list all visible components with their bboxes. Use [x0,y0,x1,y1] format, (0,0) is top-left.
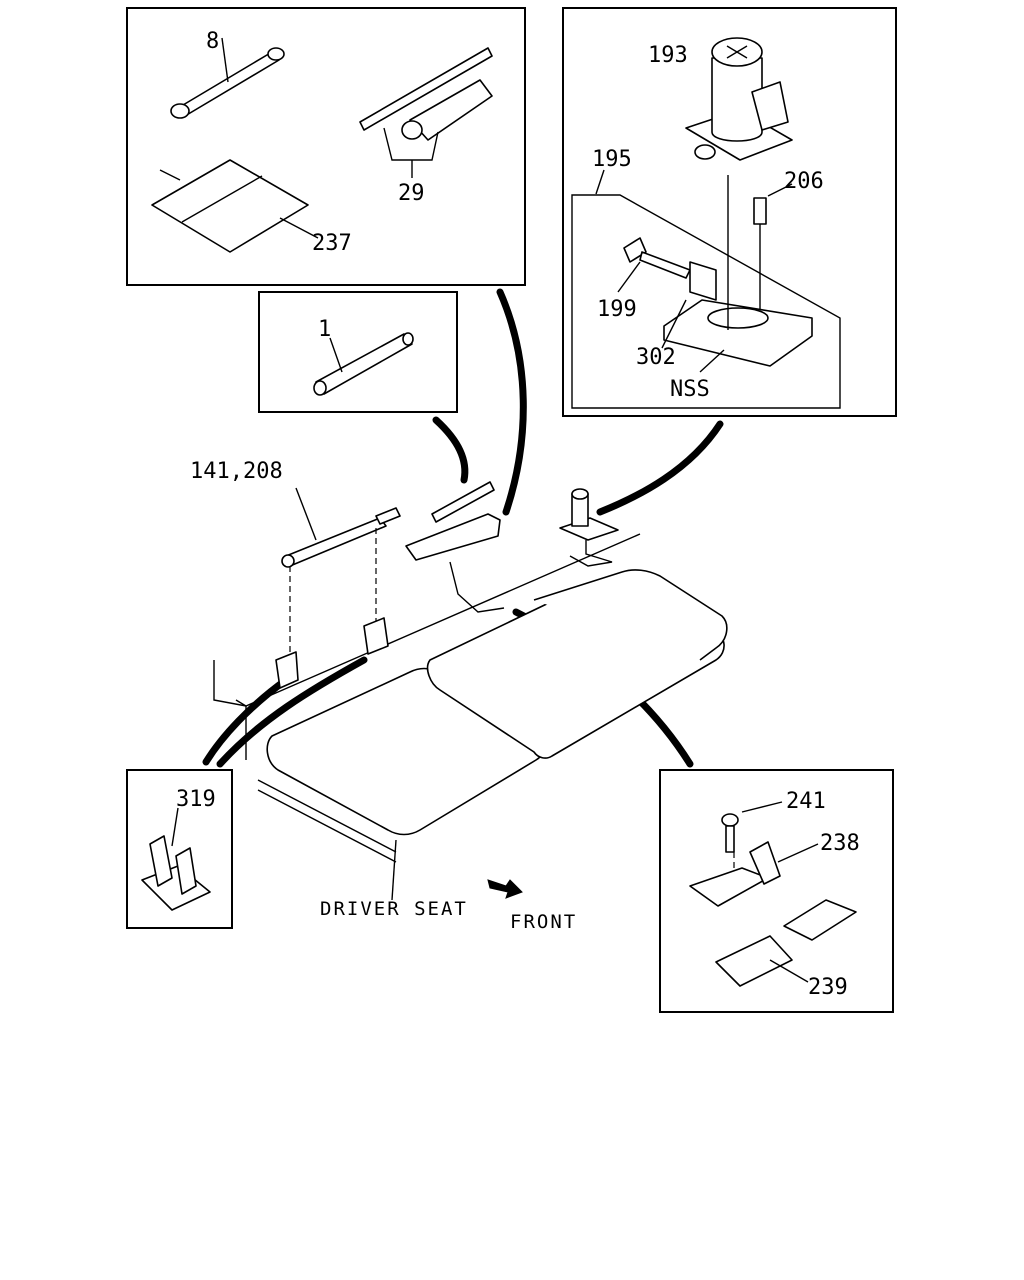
tool-bag-installed [405,513,501,561]
floor-edge [235,699,247,760]
wrench-bar-8 [170,37,285,119]
strap-239 [715,899,857,987]
panel-tools: 8 29 237 [126,7,526,286]
label-29: 29 [398,181,425,206]
label-206: 206 [784,169,824,194]
wing-bolt-199 [617,237,691,293]
rod-1-installed [431,481,495,523]
leader-195 [595,169,605,195]
label-238: 238 [820,831,860,856]
label-front: FRONT [510,911,577,933]
callout-tools [496,288,527,516]
handle-rod-141-208 [275,487,401,689]
panel-clip: 319 [126,769,233,929]
handle-bar-1 [313,332,414,396]
label-1: 1 [318,317,331,342]
label-237: 237 [312,231,352,256]
callout-319-a [202,676,290,766]
panel-tools-frame [126,7,526,286]
label-302: 302 [636,345,676,370]
label-199: 199 [597,297,637,322]
callout-jack [596,420,724,516]
panel-handle: 1 [258,291,458,413]
bracket-238 [689,841,819,907]
panel-jack: 193 195 206 199 302 NSS [562,7,897,417]
panel-brackets: 241 238 239 [659,769,894,1013]
strap-installed [449,561,505,613]
jack-installed [559,488,619,567]
panel-brackets-frame [659,769,894,1013]
floor-outline [213,533,641,707]
main-assembly: 141,208 DRIVER SEAT FRONT [190,459,728,933]
label-141-208: 141,208 [190,459,283,484]
lug-wrench-29 [359,47,493,178]
tool-bag-237 [151,159,319,253]
label-driver-seat: DRIVER SEAT [320,898,468,920]
label-8: 8 [206,29,219,54]
panel-jack-frame [562,7,897,417]
callout-handle [432,416,469,484]
label-195: 195 [592,147,632,172]
bolt-206 [753,183,793,320]
bolt-241 [721,801,783,886]
clip-319 [141,807,211,911]
bracket-302-nss [661,175,813,373]
label-319: 319 [176,787,216,812]
label-239: 239 [808,975,848,1000]
front-arrow-icon [487,879,523,899]
seat-cushion-passenger [533,569,728,661]
panel-handle-frame [258,291,458,413]
label-241: 241 [786,789,826,814]
callout-319-b [216,656,368,768]
jack-193 [685,37,793,161]
seat-cushions [257,569,728,901]
panel-jack-inner-frame [571,194,841,409]
label-nss: NSS [670,377,710,402]
panel-clip-frame [126,769,233,929]
label-193: 193 [648,43,688,68]
